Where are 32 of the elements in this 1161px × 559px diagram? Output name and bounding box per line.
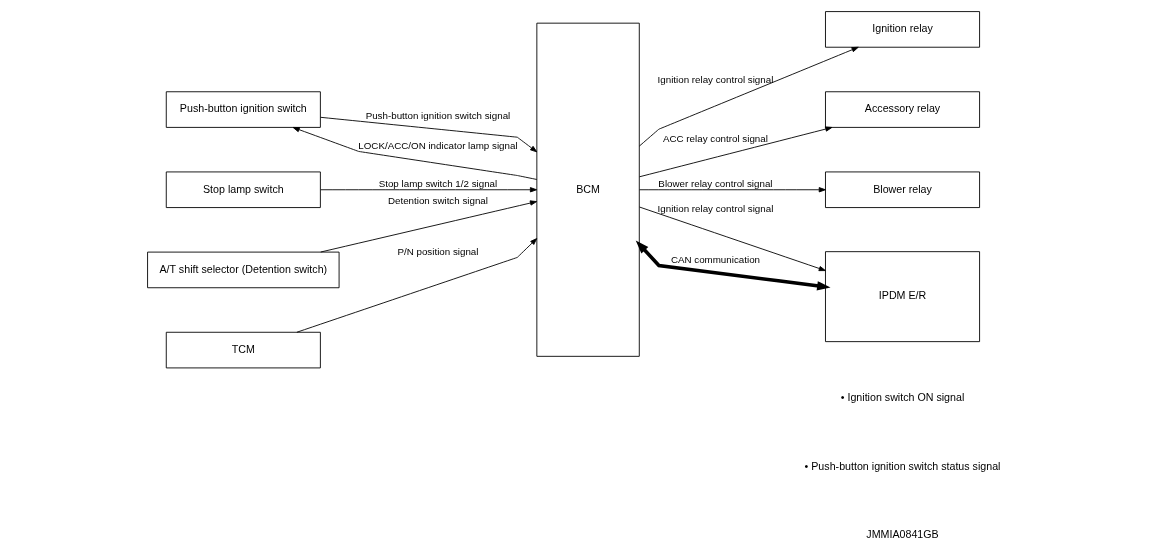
arrow [639,206,826,272]
edge-label: Ignition relay control signal [657,202,774,214]
arrow [296,238,538,333]
node-box: Ignition relay [825,11,981,48]
label: JMMIA0841GB [866,528,939,541]
node-box: BCM [536,22,640,357]
edge-label: P/N position signal [397,245,479,257]
edge-label: Push-button ignition switch signal [365,110,511,122]
arrow [292,127,538,180]
node-box: TCM [165,331,321,369]
edge-label: LOCK/ACC/ON indicator lamp signal [358,139,518,151]
node-box: A/T shift selector (Detention switch) [147,251,340,289]
arrow [320,116,538,153]
edge-label: Blower relay control signal [658,177,773,189]
node-box: IPDM E/R [825,251,981,343]
arrow [320,187,538,193]
node-box: Accessory relay [825,91,981,128]
edge-label: CAN communication [670,253,761,265]
arrow [635,240,831,291]
arrow [639,126,833,178]
label: • Ignition switch ON signal [840,390,965,403]
node-box: Blower relay [825,171,981,208]
node-box: Push-button ignition switch [165,91,321,128]
arrow [320,200,538,253]
arrow [639,187,826,193]
label: • Push-button ignition switch status signal [804,459,1001,472]
node-box: Stop lamp switch [165,171,321,208]
edge-label: Stop lamp switch 1/2 signal [378,177,498,189]
edge-label: Detention switch signal [387,194,488,206]
edge-label: Ignition relay control signal [657,73,774,85]
arrow [638,46,859,147]
edge-label: ACC relay control signal [663,133,768,145]
